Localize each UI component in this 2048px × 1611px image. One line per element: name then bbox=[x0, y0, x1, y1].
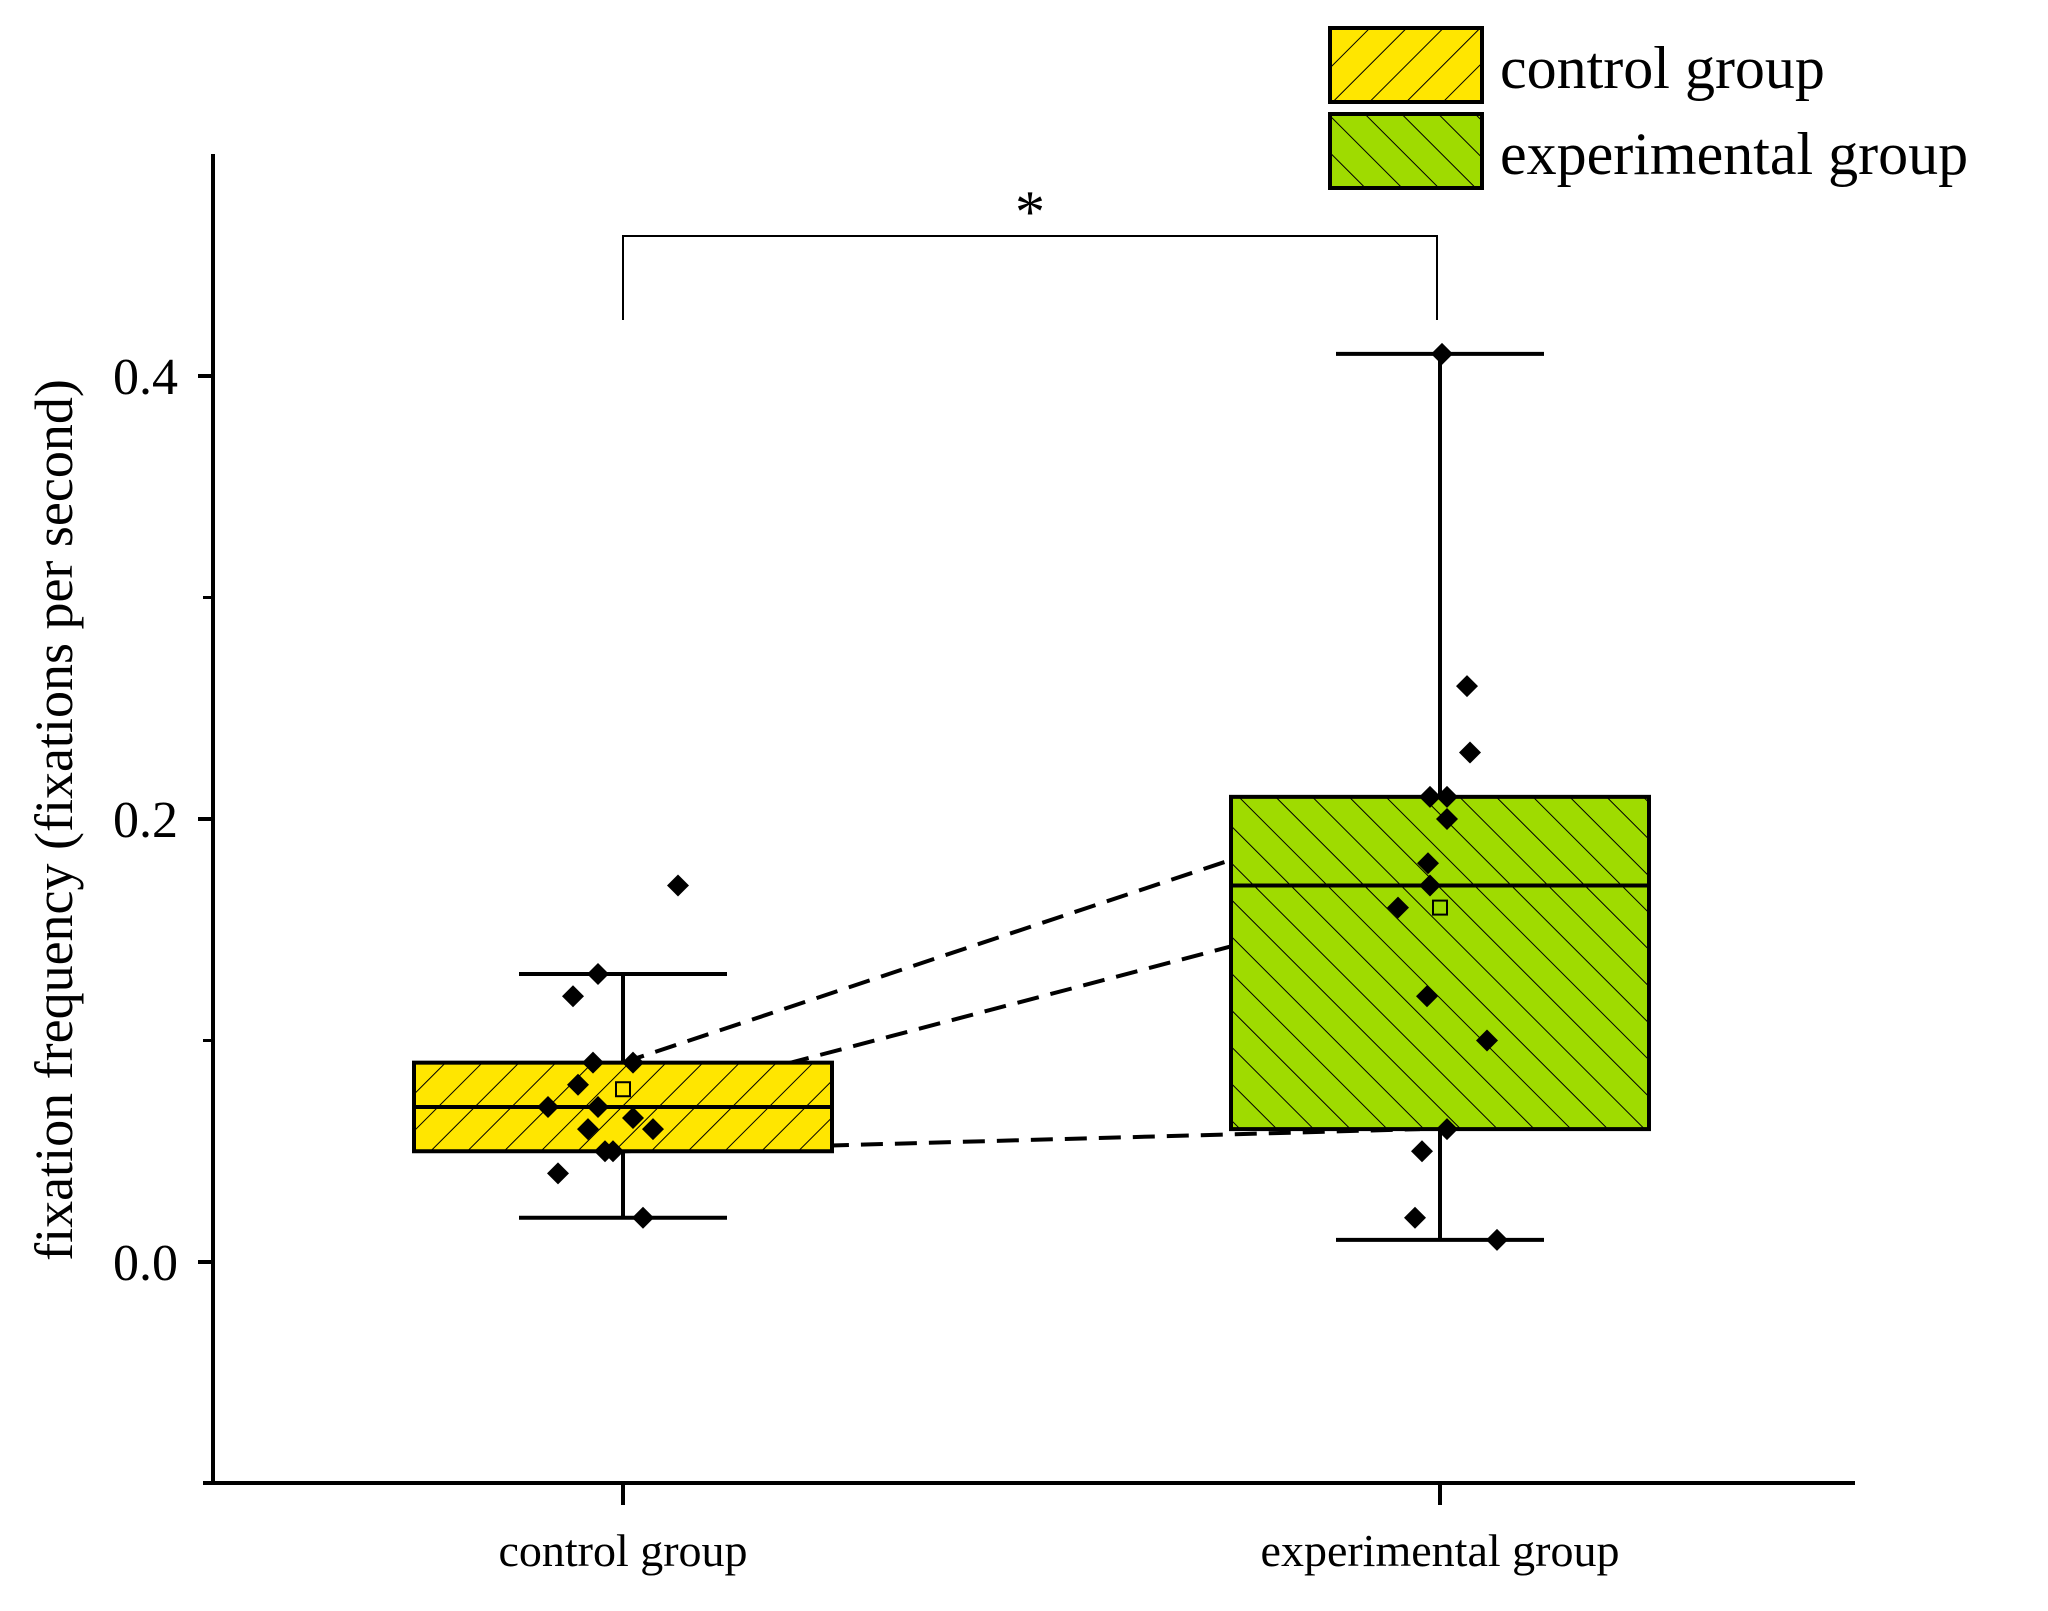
y-tick-label: 0.0 bbox=[113, 1235, 178, 1292]
y-axis-label: fixation frequency (fixations per second… bbox=[24, 379, 84, 1261]
data-point bbox=[1476, 1029, 1498, 1052]
data-point bbox=[1436, 1118, 1458, 1141]
legend-label-control: control group bbox=[1500, 35, 1825, 101]
data-point bbox=[667, 874, 689, 897]
mean-marker bbox=[1432, 899, 1448, 916]
data-point bbox=[577, 1118, 599, 1141]
data-point bbox=[1459, 741, 1481, 764]
legend-label-experimental: experimental group bbox=[1500, 121, 1968, 187]
data-point bbox=[1486, 1228, 1508, 1251]
significance-bracket bbox=[622, 235, 1438, 320]
data-point bbox=[1387, 896, 1409, 919]
data-point bbox=[587, 963, 609, 986]
box-outline bbox=[1229, 794, 1651, 1132]
data-point bbox=[1436, 808, 1458, 830]
data-point bbox=[622, 1051, 644, 1074]
data-point bbox=[632, 1206, 654, 1229]
data-point bbox=[562, 985, 584, 1008]
data-point bbox=[587, 1095, 609, 1118]
data-point bbox=[1404, 1206, 1426, 1229]
data-point bbox=[1456, 675, 1478, 698]
data-point bbox=[537, 1095, 559, 1118]
y-tick-label: 0.2 bbox=[113, 792, 178, 849]
data-point bbox=[642, 1118, 664, 1141]
data-point bbox=[582, 1051, 604, 1074]
y-tick-label: 0.4 bbox=[113, 349, 178, 406]
paired-line bbox=[622, 1127, 1421, 1154]
data-point bbox=[1436, 785, 1458, 808]
data-point bbox=[1417, 852, 1439, 875]
legend: control group experimental group bbox=[1328, 26, 1968, 190]
data-point bbox=[622, 1107, 644, 1130]
legend-item-experimental: experimental group bbox=[1328, 112, 1968, 190]
legend-item-control: control group bbox=[1328, 26, 1825, 104]
data-point bbox=[602, 1140, 624, 1163]
x-tick-label: experimental group bbox=[1261, 1525, 1620, 1576]
data-point bbox=[547, 1162, 569, 1185]
mean-marker bbox=[615, 1081, 631, 1098]
data-point bbox=[1411, 1140, 1433, 1163]
significance-asterisk: * bbox=[1015, 179, 1045, 245]
box-control bbox=[412, 972, 834, 1220]
data-point bbox=[1419, 785, 1441, 808]
data-point bbox=[1419, 874, 1441, 897]
data-point bbox=[1431, 342, 1453, 365]
data-point bbox=[1416, 985, 1438, 1008]
x-tick-label: control group bbox=[498, 1525, 747, 1576]
data-point bbox=[567, 1073, 589, 1096]
